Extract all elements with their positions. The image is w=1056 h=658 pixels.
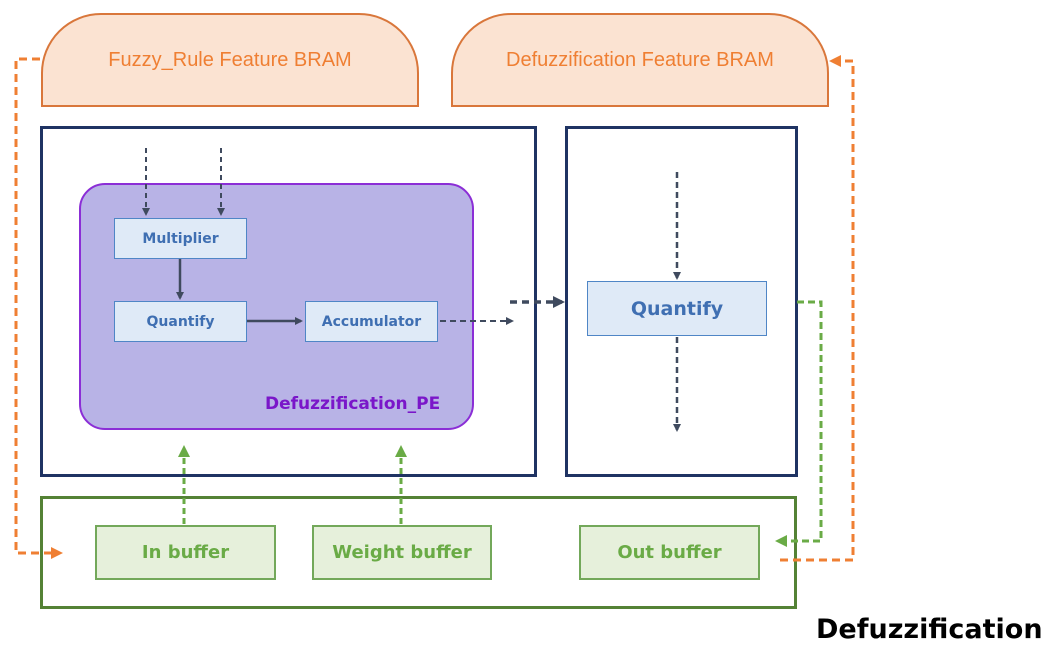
pe-quantify-label: Quantify	[146, 313, 215, 330]
fuzzy-rule-bram: Fuzzy_Rule Feature BRAM	[41, 13, 419, 107]
defuzzification-bram: Defuzzification Feature BRAM	[451, 13, 829, 107]
weight-buffer: Weight buffer	[312, 525, 492, 580]
pe-quantify-block: Quantify	[114, 301, 247, 342]
pe-label: Defuzzification_PE	[265, 394, 441, 414]
out-buffer-to-defuzz-bram-arrow	[780, 55, 855, 562]
fuzzy-bram-to-in-buffer-arrow	[14, 57, 63, 559]
right-quantify-block: Quantify	[587, 281, 767, 336]
in-buffer-label: In buffer	[141, 542, 230, 563]
buffer-frame	[40, 496, 797, 609]
out-buffer: Out buffer	[579, 525, 760, 580]
out-buffer-label: Out buffer	[617, 542, 722, 563]
accumulator-label: Accumulator	[321, 313, 422, 330]
defuzzification-bram-label: Defuzzification Feature BRAM	[506, 48, 774, 71]
weight-buffer-label: Weight buffer	[332, 542, 472, 563]
fuzzy-rule-bram-label: Fuzzy_Rule Feature BRAM	[108, 48, 352, 71]
diagram-title: Defuzzification	[816, 614, 1043, 645]
multiplier-label: Multiplier	[142, 230, 219, 247]
in-buffer: In buffer	[95, 525, 276, 580]
quantify-to-out-buffer-arrow	[775, 300, 823, 547]
multiplier-block: Multiplier	[114, 218, 247, 259]
accumulator-block: Accumulator	[305, 301, 438, 342]
right-quantify-label: Quantify	[630, 297, 724, 320]
